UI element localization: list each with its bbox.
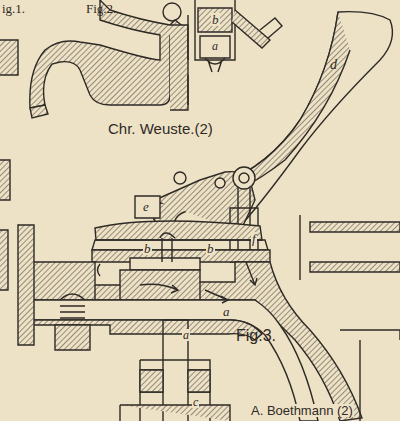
part-letter: b — [143, 242, 152, 255]
figure-label: ig.1. — [2, 2, 25, 15]
maker-caption: A. Boethmann (2) — [250, 404, 354, 417]
part-letter: b — [211, 13, 220, 26]
part-letter: b — [206, 242, 215, 255]
maker-caption: Chr. Weuste.(2) — [108, 121, 213, 136]
part-letter: e — [142, 200, 150, 213]
figure-label: Fig.3. — [236, 328, 276, 344]
part-letter: c — [192, 396, 199, 408]
figure-label: Fig.2. — [86, 2, 116, 15]
part-letter: a — [222, 305, 231, 318]
part-letter: d — [330, 58, 337, 72]
part-letter: a — [211, 40, 219, 52]
part-letter: f — [251, 232, 257, 245]
part-letter: a — [182, 329, 190, 341]
